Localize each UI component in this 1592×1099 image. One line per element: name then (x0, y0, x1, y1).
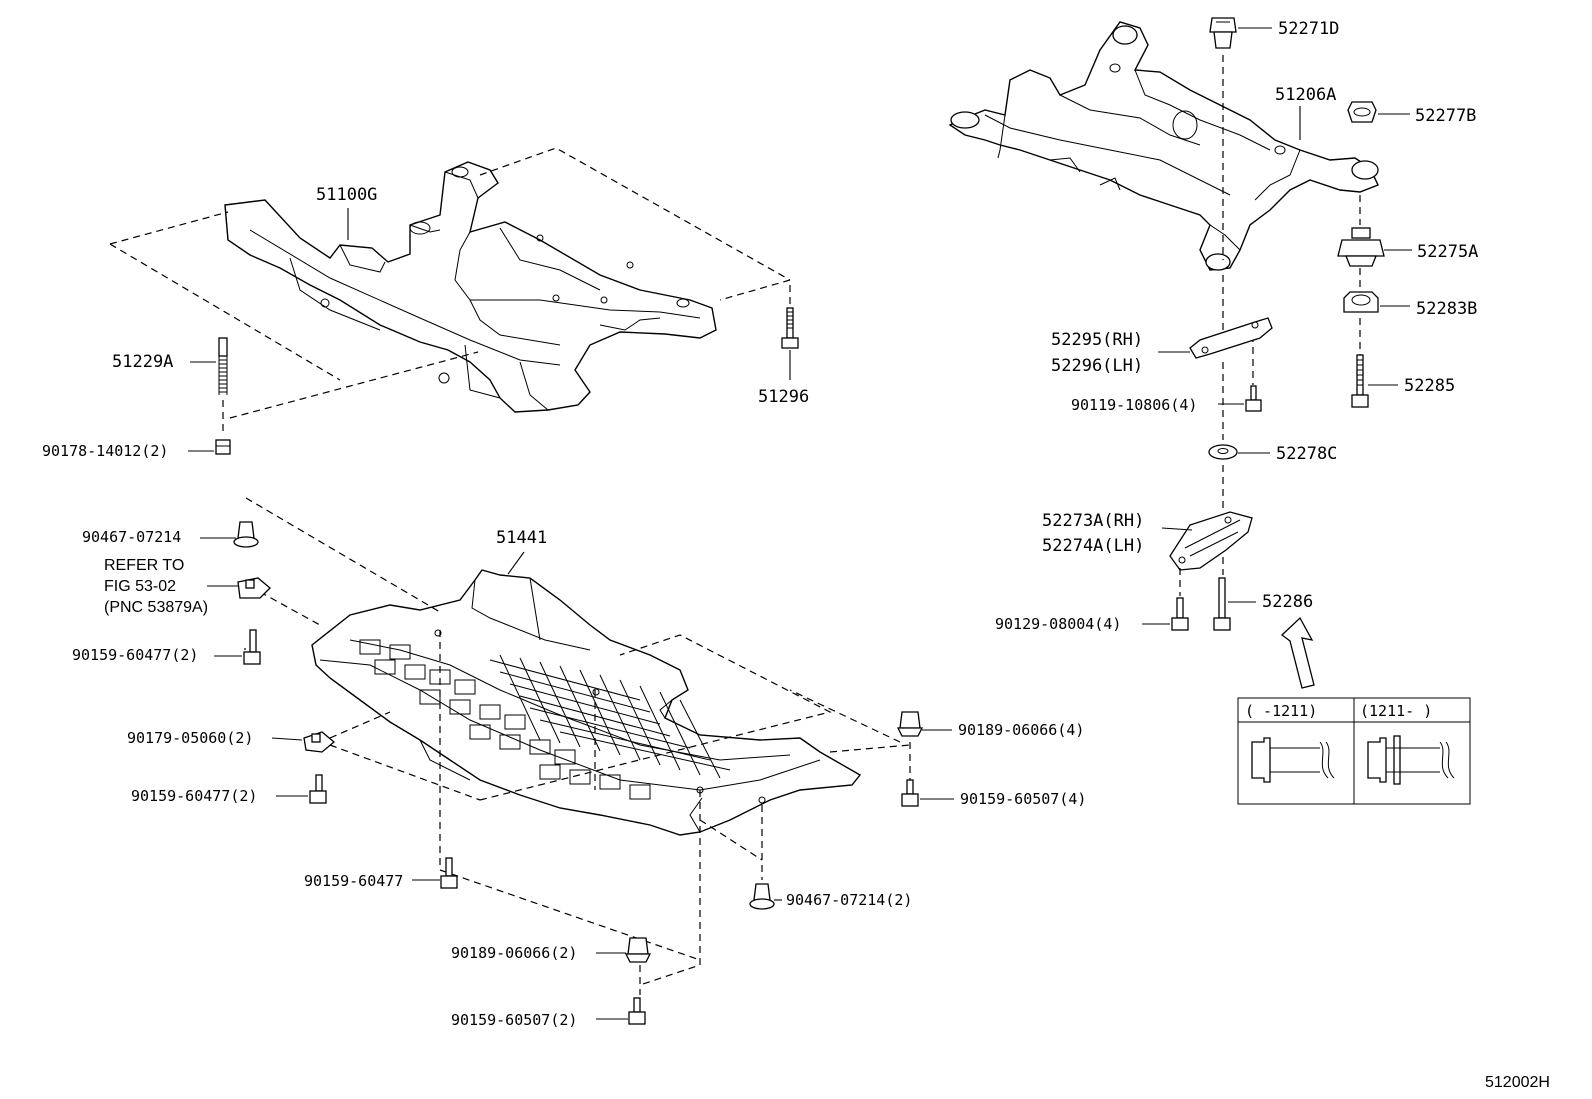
label-52273A-RH: 52273A(RH) (1042, 511, 1144, 531)
label-51296: 51296 (758, 387, 809, 407)
clip-90467-07214-bottom (749, 883, 775, 910)
label-90129-08004: 90129-08004(4) (995, 615, 1121, 633)
inset-bolt-variants (1237, 697, 1471, 805)
bolt-51296 (781, 307, 799, 349)
bolt-52286 (1213, 577, 1231, 631)
label-52295-RH: 52295(RH) (1051, 330, 1143, 350)
label-52283B: 52283B (1416, 299, 1477, 319)
clip-90189-06066-right (896, 711, 924, 737)
label-90189-06066-2: 90189-06066(2) (451, 944, 577, 962)
label-52278C: 52278C (1276, 444, 1337, 464)
label-52285: 52285 (1404, 376, 1455, 396)
label-90159-60477-a: 90159-60477(2) (72, 646, 198, 664)
label-52286: 52286 (1262, 592, 1313, 612)
plate-52273A-52274A (1169, 511, 1253, 571)
inset-label-left: ( -1211) (1245, 702, 1317, 720)
nut-90179-05060 (303, 731, 336, 753)
label-51229A: 51229A (112, 352, 173, 372)
view-arrow (1280, 616, 1315, 689)
cushion-52275A (1337, 227, 1385, 267)
nut-90178-14012 (215, 439, 231, 455)
label-52271D: 52271D (1278, 19, 1339, 39)
label-51100G: 51100G (316, 185, 377, 205)
washer-52278C (1208, 444, 1238, 460)
label-51441: 51441 (496, 528, 547, 548)
bolt-90159-60507-right (901, 779, 919, 807)
refer-line2: FIG 53-02 (104, 578, 176, 595)
nut-refer-53879A (237, 577, 271, 599)
bolt-90159-60507-bottom (628, 997, 646, 1025)
rear-suspension-member-51206A (948, 21, 1379, 271)
washer-52277B (1347, 101, 1377, 123)
engine-under-cover-51441 (244, 497, 911, 995)
bolt-90129-08004 (1171, 568, 1189, 631)
label-52296-LH: 52296(LH) (1051, 356, 1143, 376)
bracket-52295-52296 (1189, 317, 1273, 359)
label-90119-10806: 90119-10806(4) (1071, 396, 1197, 414)
label-90467-07214-2: 90467-07214(2) (786, 891, 912, 909)
label-90467-07214: 90467-07214 (82, 528, 181, 546)
clip-90189-06066-bottom (624, 937, 652, 963)
label-90178-14012: 90178-14012(2) (42, 442, 168, 460)
label-90159-60507-4: 90159-60507(4) (960, 790, 1086, 808)
label-90159-60477-b: 90159-60477(2) (131, 787, 257, 805)
stopper-52283B (1343, 291, 1379, 313)
clip-90467-07214-top (233, 521, 259, 548)
figure-code: 512002H (1485, 1074, 1550, 1091)
bolt-90119-10806 (1245, 385, 1262, 412)
label-52275A: 52275A (1417, 242, 1478, 262)
label-90159-60477-c: 90159-60477 (304, 872, 403, 890)
label-90159-60507-2: 90159-60507(2) (451, 1011, 577, 1029)
cushion-52271D (1209, 17, 1237, 49)
bolt-90159-60477-center (440, 857, 458, 889)
bolt-90159-60477-b (309, 774, 327, 804)
label-52274A-LH: 52274A(LH) (1042, 536, 1144, 556)
label-90179-05060: 90179-05060(2) (127, 729, 253, 747)
refer-line3: (PNC 53879A) (104, 599, 208, 616)
label-51206A: 51206A (1275, 85, 1336, 105)
bolt-52285 (1351, 354, 1369, 408)
inset-label-right: (1211- ) (1360, 702, 1432, 720)
front-crossmember-51100G (109, 147, 791, 432)
stud-bolt-51229A (218, 337, 228, 395)
label-90189-06066-4: 90189-06066(4) (958, 721, 1084, 739)
refer-line1: REFER TO (104, 557, 184, 574)
label-52277B: 52277B (1415, 106, 1476, 126)
bolt-90159-60477-a (243, 629, 261, 665)
